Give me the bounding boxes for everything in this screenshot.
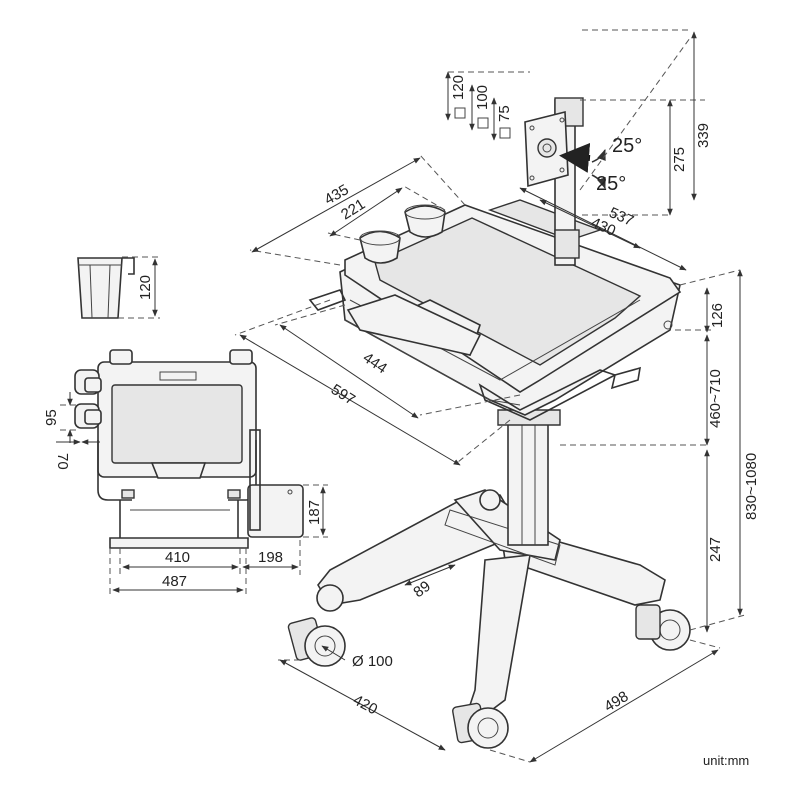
dim-base-width-right: 498 (601, 688, 631, 715)
dim-mount-total-height: 339 (695, 123, 712, 148)
dim-base-height: 247 (707, 537, 724, 562)
dim-offset: 70 (54, 453, 71, 470)
dim-tilt-up: 25° (612, 135, 642, 157)
worksurface (308, 199, 682, 421)
dim-total-width: 487 (162, 573, 187, 590)
front-view-detail: 95 70 187 410 198 487 (43, 349, 328, 595)
dim-mount-height: 275 (671, 147, 688, 172)
cup-holder-detail: 120 (77, 256, 160, 319)
dim-drawer-height: 95 (43, 409, 60, 426)
caster-front (452, 702, 509, 749)
dim-cup-height: 120 (137, 275, 154, 300)
dim-column-range: 460~710 (707, 369, 724, 428)
dim-total-height-range: 830~1080 (743, 453, 760, 520)
dim-vesa-100: 100 (474, 85, 491, 110)
caster-front-left (287, 584, 346, 667)
main-dimensions (234, 29, 746, 763)
dim-side-panel-width: 198 (258, 549, 283, 566)
dim-caster-diameter: Ø 100 (352, 653, 393, 670)
dim-worksurface-length: 597 (328, 381, 358, 409)
unit-label: unit:mm (703, 753, 749, 768)
caster-right (635, 604, 691, 651)
dim-vesa-75: 75 (496, 105, 513, 122)
dim-tilt-down: 25° (596, 173, 626, 195)
dim-worksurface-depth: 444 (360, 349, 390, 377)
dim-side-panel-height: 187 (306, 500, 323, 525)
base-star (317, 489, 666, 716)
dim-vesa-120: 120 (450, 75, 467, 100)
column (497, 409, 561, 546)
dim-inner-width: 410 (165, 549, 190, 566)
caster-back (479, 489, 501, 511)
dim-worksurface-thickness: 126 (709, 303, 726, 328)
dim-base-width-left: 420 (350, 692, 380, 719)
dim-base-leg: 89 (410, 578, 433, 602)
